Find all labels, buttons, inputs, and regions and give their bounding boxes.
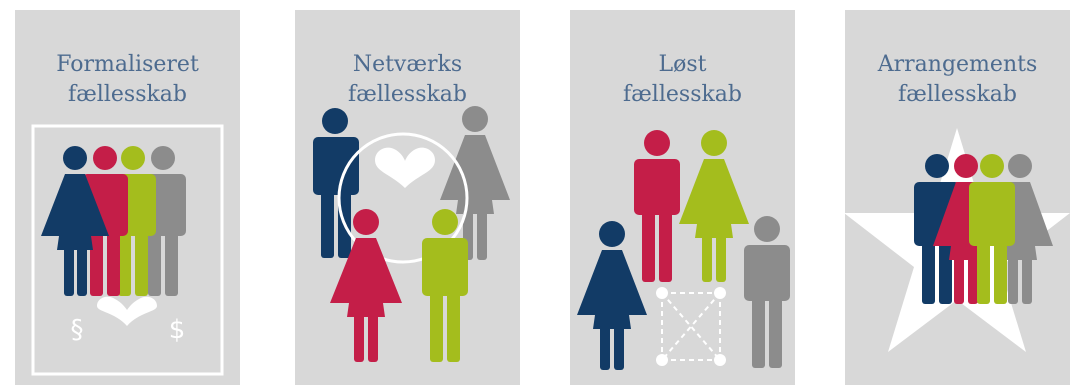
title-line-1: Arrangements xyxy=(877,52,1038,77)
panel-netvaerks: Netværks fællesskab xyxy=(295,10,520,385)
title-line-1: Formaliseret xyxy=(56,52,199,77)
panel-title: Netværks fællesskab xyxy=(295,50,520,110)
panel-formaliseret: § $ Formaliseret fællesskab xyxy=(15,10,240,385)
woman-green-figure xyxy=(679,130,749,282)
dollar-symbol: $ xyxy=(169,315,186,345)
man-red-figure xyxy=(634,130,680,282)
woman-navy-figure xyxy=(577,221,647,370)
loest-illustration xyxy=(577,130,790,370)
arrangements-illustration xyxy=(845,128,1070,352)
frame-border xyxy=(31,124,224,376)
woman-gray-figure xyxy=(440,106,510,260)
title-line-1: Netværks xyxy=(352,52,463,77)
panel-title: Løst fællesskab xyxy=(570,50,795,110)
panel-title: Arrangements fællesskab xyxy=(845,50,1070,110)
heart-icon xyxy=(375,147,435,188)
panel-arrangements: Arrangements fællesskab xyxy=(845,10,1070,385)
paragraph-symbol: § xyxy=(71,315,84,345)
man-navy-figure xyxy=(313,108,359,258)
man-green-figure xyxy=(969,154,1015,304)
network-circle xyxy=(337,132,469,264)
panel-loest: Løst fællesskab xyxy=(570,10,795,385)
woman-navy-figure xyxy=(41,146,109,296)
man-gray-figure xyxy=(744,216,790,368)
title-line-2: fællesskab xyxy=(622,82,743,107)
title-line-2: fællesskab xyxy=(347,82,468,107)
connection-grid xyxy=(661,292,721,361)
man-green-figure xyxy=(422,209,468,362)
panel-title: Formaliseret fællesskab xyxy=(15,50,240,110)
netvaerks-illustration xyxy=(313,106,510,362)
woman-red-figure xyxy=(330,209,402,362)
title-line-2: fællesskab xyxy=(67,82,188,107)
connection-nodes xyxy=(656,287,726,366)
title-line-2: fællesskab xyxy=(897,82,1018,107)
title-line-1: Løst xyxy=(658,52,707,77)
formaliseret-illustration: § $ xyxy=(31,124,224,376)
heart-icon xyxy=(97,296,157,326)
